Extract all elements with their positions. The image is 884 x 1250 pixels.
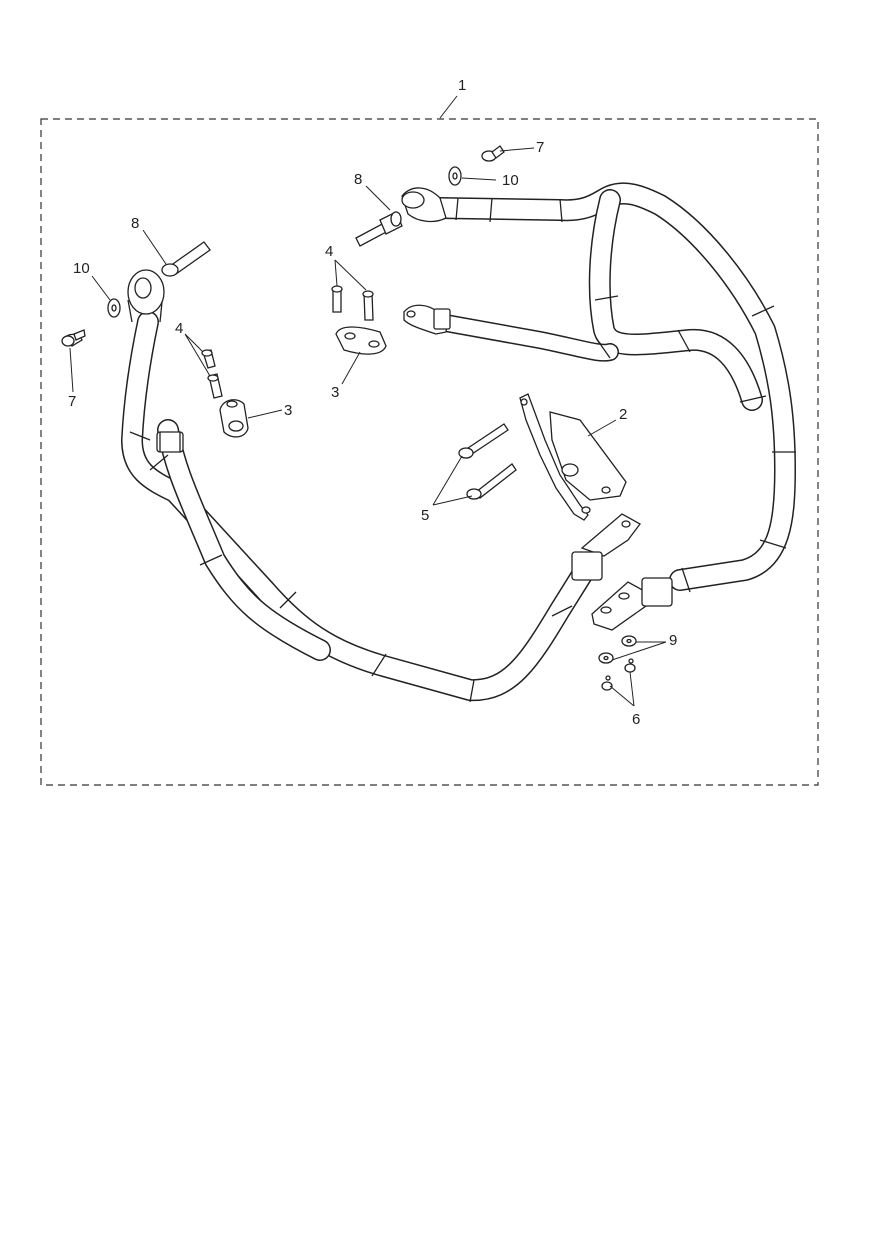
spacer-bolts <box>161 211 403 277</box>
cap-screws-right <box>331 285 374 321</box>
flange-bolts <box>458 423 517 500</box>
callout-3-right: 3 <box>331 384 339 401</box>
clamp-left <box>219 399 249 438</box>
callout-4-right: 4 <box>325 243 333 260</box>
callout-labels: 1 2 3 3 4 4 5 6 7 7 8 8 9 10 10 <box>68 77 677 728</box>
callout-7-left: 7 <box>68 393 76 410</box>
callout-9: 9 <box>669 632 677 649</box>
kit-boundary-dashed-frame <box>40 118 819 786</box>
callout-10-right: 10 <box>502 172 519 189</box>
small-bolts <box>601 658 636 691</box>
callout-6: 6 <box>632 711 640 728</box>
callout-8-left: 8 <box>131 215 139 232</box>
callout-10-left: 10 <box>73 260 90 277</box>
washers <box>598 635 637 664</box>
callout-4-left: 4 <box>175 320 183 337</box>
leader-lines <box>69 95 667 707</box>
upper-crash-bar <box>401 182 796 631</box>
mounting-bracket <box>519 393 627 521</box>
callout-7-right: 7 <box>536 139 544 156</box>
flat-washers <box>107 166 462 318</box>
clamp-right <box>335 326 387 355</box>
callout-5: 5 <box>421 507 429 524</box>
callout-2: 2 <box>619 406 627 423</box>
callout-3-left: 3 <box>284 402 292 419</box>
callout-1: 1 <box>458 77 466 94</box>
callout-8-right: 8 <box>354 171 362 188</box>
cap-screws-left <box>201 349 223 399</box>
button-bolts <box>61 145 505 347</box>
main-crash-bar <box>121 269 641 703</box>
